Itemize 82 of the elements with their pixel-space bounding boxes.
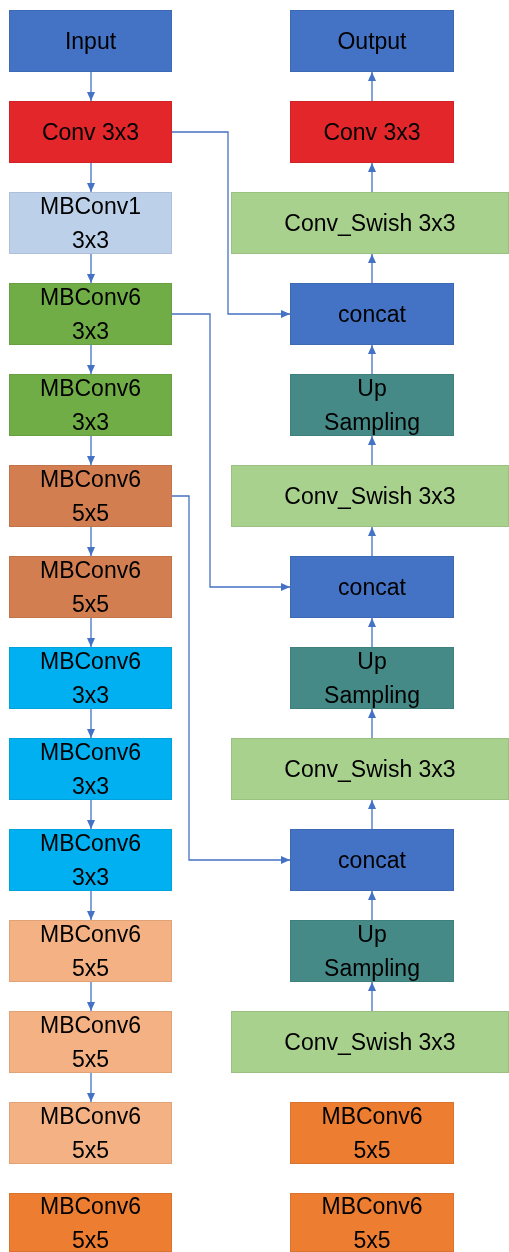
layer-label: Up Sampling xyxy=(323,647,421,710)
arrow xyxy=(87,435,95,466)
layer-box xyxy=(290,10,454,72)
arrow xyxy=(87,344,95,375)
layer-box xyxy=(9,738,172,800)
arrow xyxy=(171,495,291,864)
layer-box xyxy=(9,101,172,163)
layer-box xyxy=(9,1193,172,1252)
layer-label: Conv_Swish 3x3 xyxy=(284,755,456,784)
layer-box xyxy=(9,1011,172,1073)
layer-box xyxy=(9,1102,172,1164)
layer-label: MBConv6 5x5 xyxy=(39,920,142,983)
layer-label: Conv_Swish 3x3 xyxy=(284,1028,456,1057)
layer-box xyxy=(9,283,172,345)
arrow xyxy=(171,313,291,591)
arrow xyxy=(368,617,376,648)
layer-box xyxy=(9,374,172,436)
arrow xyxy=(368,981,376,1012)
arrow xyxy=(368,344,376,375)
layer-label: MBConv6 5x5 xyxy=(39,465,142,528)
layer-label: Conv 3x3 xyxy=(41,118,140,147)
arrow xyxy=(87,799,95,830)
layer-box xyxy=(290,1102,454,1164)
layer-box xyxy=(290,374,454,436)
layer-label: Conv_Swish 3x3 xyxy=(284,482,456,511)
arrow xyxy=(87,1072,95,1103)
layer-box xyxy=(9,829,172,891)
layer-label: Conv 3x3 xyxy=(323,118,421,147)
layer-label: MBConv6 5x5 xyxy=(39,1191,142,1252)
layer-box xyxy=(9,647,172,709)
arrow xyxy=(87,162,95,193)
arrow xyxy=(87,981,95,1012)
arrow xyxy=(87,526,95,557)
layer-label: Input xyxy=(64,27,117,56)
arrow xyxy=(368,526,376,557)
layer-label: concat xyxy=(338,300,406,329)
layer-box xyxy=(290,283,454,345)
layer-box xyxy=(290,920,454,982)
layer-label: MBConv6 3x3 xyxy=(39,283,142,346)
layer-box xyxy=(231,192,509,254)
arrow xyxy=(368,253,376,284)
layer-label: concat xyxy=(338,573,406,602)
arrow xyxy=(87,253,95,284)
layer-label: MBConv6 3x3 xyxy=(39,647,142,710)
layer-label: MBConv6 3x3 xyxy=(39,374,142,437)
arrow xyxy=(368,71,376,102)
layer-label: Output xyxy=(337,27,407,56)
layer-box xyxy=(290,556,454,618)
arrow xyxy=(87,890,95,921)
arrow xyxy=(87,708,95,739)
layer-label: MBConv1 3x3 xyxy=(39,192,142,255)
layer-box xyxy=(9,192,172,254)
arrow xyxy=(368,799,376,830)
layer-label: Conv_Swish 3x3 xyxy=(284,209,456,238)
layer-box xyxy=(9,920,172,982)
layer-box xyxy=(9,465,172,527)
layer-label: MBConv6 3x3 xyxy=(39,829,142,892)
layer-label: MBConv6 5x5 xyxy=(320,1191,424,1252)
layer-label: Up Sampling xyxy=(323,920,421,983)
layer-box xyxy=(231,1011,509,1073)
layer-label: Up Sampling xyxy=(323,374,421,437)
layer-label: MBConv6 3x3 xyxy=(39,738,142,801)
layer-label: MBConv6 5x5 xyxy=(320,1102,424,1165)
arrow xyxy=(368,708,376,739)
layer-box xyxy=(290,1193,454,1252)
arrow xyxy=(171,131,291,318)
arrow xyxy=(368,435,376,466)
layer-box xyxy=(9,10,172,72)
layer-label: MBConv6 5x5 xyxy=(39,556,142,619)
layer-box xyxy=(231,738,509,800)
arrow xyxy=(87,617,95,648)
arrow xyxy=(368,162,376,193)
layer-box xyxy=(290,101,454,163)
layer-box xyxy=(9,556,172,618)
layer-box xyxy=(231,465,509,527)
layer-label: concat xyxy=(338,846,406,875)
layer-box xyxy=(290,829,454,891)
layer-box xyxy=(290,647,454,709)
layer-label: MBConv6 5x5 xyxy=(39,1102,142,1165)
arrow xyxy=(87,71,95,102)
arrow xyxy=(368,890,376,921)
layer-label: MBConv6 5x5 xyxy=(39,1011,142,1074)
